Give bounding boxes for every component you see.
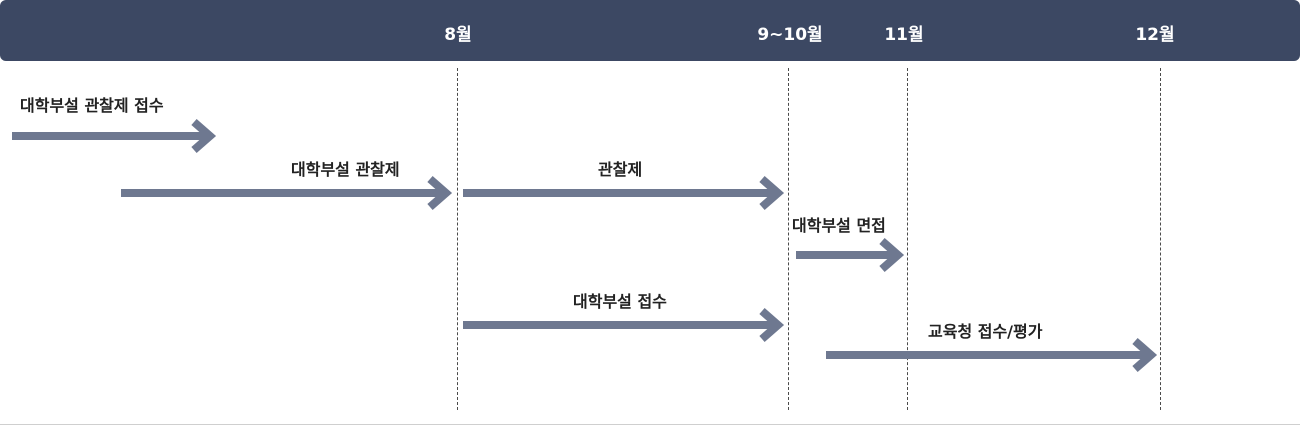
item-label-5: 대학부설 접수 xyxy=(573,292,667,311)
month-label-aug: 8월 xyxy=(444,25,472,45)
divider-sep-oct xyxy=(788,68,789,410)
item-label-4: 대학부설 면접 xyxy=(792,216,886,235)
item-label-3: 관찰제 xyxy=(598,160,643,179)
bottom-divider xyxy=(0,424,1300,425)
item-arrow-4 xyxy=(796,237,905,273)
timeline-header: 8월 9~10월 11월 12월 xyxy=(0,0,1300,61)
month-label-sep-oct: 9~10월 xyxy=(757,25,823,45)
divider-nov xyxy=(907,68,908,410)
item-arrow-5 xyxy=(463,307,785,343)
month-label-nov: 11월 xyxy=(884,25,924,45)
item-label-1: 대학부설 관찰제 접수 xyxy=(20,96,164,115)
item-label-6: 교육청 접수/평가 xyxy=(928,322,1043,341)
item-arrow-1 xyxy=(12,118,217,154)
item-arrow-6 xyxy=(826,337,1158,373)
divider-dec xyxy=(1160,68,1161,410)
item-arrow-3 xyxy=(463,175,785,211)
month-label-dec: 12월 xyxy=(1135,25,1175,45)
divider-aug xyxy=(457,68,458,410)
item-arrow-2 xyxy=(121,175,453,211)
item-label-2: 대학부설 관찰제 xyxy=(291,160,400,179)
